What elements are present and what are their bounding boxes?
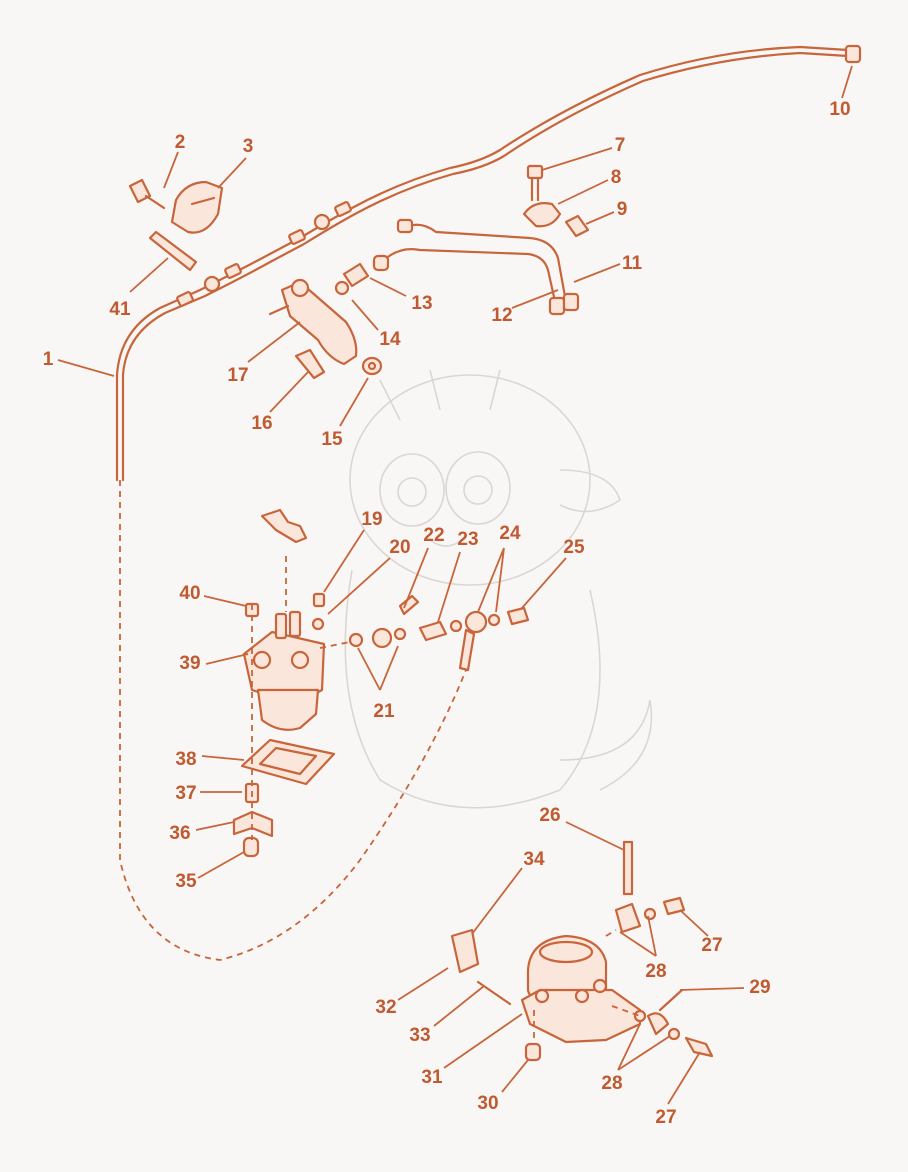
injector (268, 278, 358, 380)
callout-15: 15 (321, 429, 343, 450)
callout-11: 11 (621, 253, 643, 274)
callout-35: 35 (175, 871, 197, 892)
dashed-route (119, 480, 467, 961)
lift-pump (450, 840, 714, 1062)
callout-2: 2 (174, 132, 186, 153)
callout-33: 33 (409, 1025, 431, 1046)
callout-30: 30 (477, 1093, 499, 1114)
callout-40: 40 (179, 583, 201, 604)
callout-23: 23 (457, 529, 479, 550)
callout-21: 21 (373, 701, 395, 722)
callout-10: 10 (829, 99, 851, 120)
callout-28-lower: 28 (601, 1073, 623, 1094)
callout-26: 26 (539, 805, 561, 826)
callout-17: 17 (227, 365, 249, 386)
callout-24: 24 (499, 523, 521, 544)
fuel-filter (232, 556, 336, 858)
callout-8: 8 (610, 167, 622, 188)
callout-31: 31 (421, 1067, 443, 1088)
callout-34: 34 (523, 849, 545, 870)
watermark-mascot (344, 369, 653, 809)
callout-32: 32 (375, 997, 397, 1018)
callout-37: 37 (175, 783, 197, 804)
callout-12: 12 (491, 305, 513, 326)
callout-1: 1 (42, 349, 54, 370)
callout-19: 19 (361, 509, 383, 530)
callout-29: 29 (749, 977, 771, 998)
callout-41: 41 (109, 299, 131, 320)
return-pipes (372, 218, 580, 316)
bolt-clamp-sleeve (522, 164, 590, 238)
callout-36: 36 (169, 823, 191, 844)
callout-14: 14 (379, 329, 401, 350)
callout-27-upper: 27 (701, 935, 723, 956)
wing-screw (260, 508, 308, 544)
fuel-line-1 (115, 44, 862, 482)
callout-20: 20 (389, 537, 411, 558)
callout-38: 38 (175, 749, 197, 770)
fitting-washers (334, 262, 383, 376)
callout-7: 7 (614, 135, 626, 156)
callout-28-upper: 28 (645, 961, 667, 982)
callout-3: 3 (242, 136, 254, 157)
clip-assembly (128, 178, 224, 272)
leader-lines (57, 65, 853, 1105)
callout-13: 13 (411, 293, 433, 314)
callout-22: 22 (423, 525, 445, 546)
callout-27-lower: 27 (655, 1107, 677, 1128)
callout-39: 39 (179, 653, 201, 674)
callout-16: 16 (251, 413, 273, 434)
callout-9: 9 (616, 199, 628, 220)
callout-25: 25 (563, 537, 585, 558)
